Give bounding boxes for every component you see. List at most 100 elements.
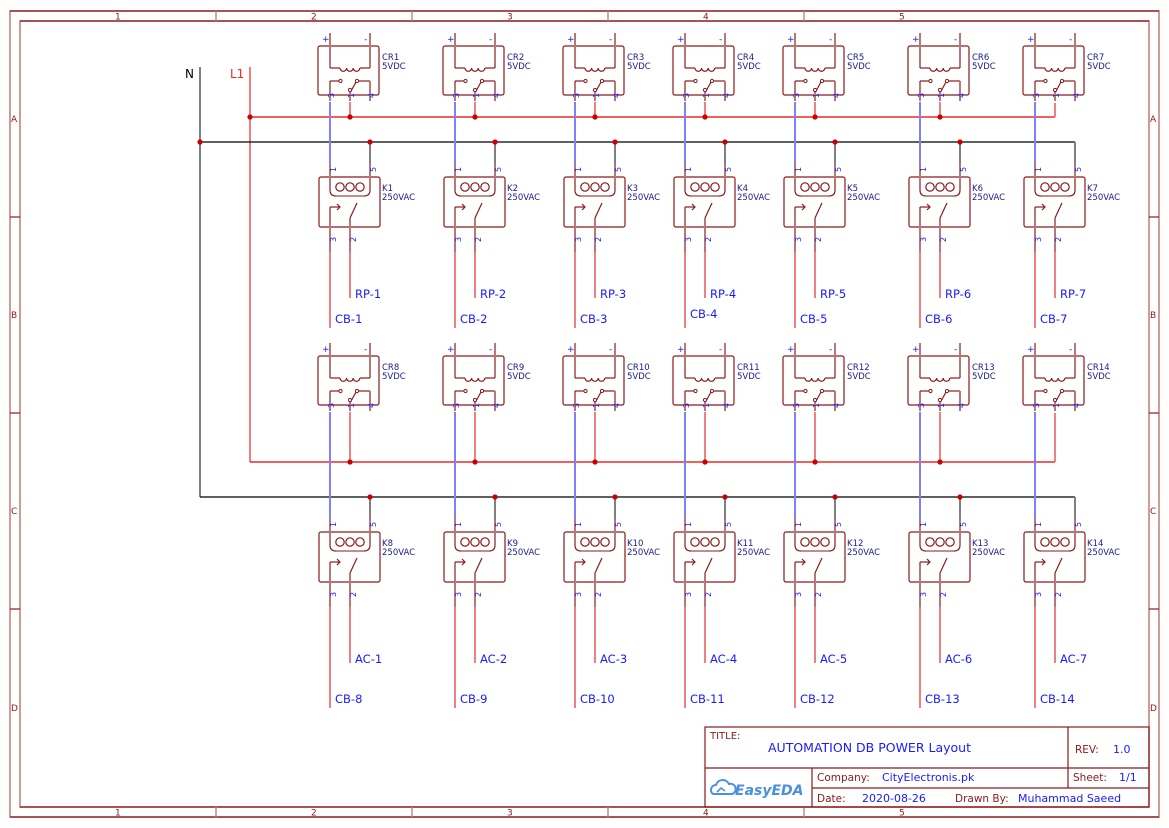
pin-plus-label: + (447, 35, 455, 45)
date-label: Date: (817, 793, 846, 805)
arrow-icon (801, 203, 806, 211)
pin-number-label: 3 (792, 93, 801, 98)
net-label-breaker: CB-10 (580, 692, 615, 706)
coil-loop-icon (935, 537, 945, 547)
relay-value-label: 5VDC (972, 62, 996, 72)
coil-lead (1034, 544, 1076, 552)
net-label-breaker: CB-4 (690, 307, 717, 321)
contactor-value-label: 250VAC (382, 548, 415, 558)
pin-number-label: 2 (349, 592, 358, 597)
contactor-value-label: 250VAC (847, 548, 880, 558)
pin-number-label: 1 (794, 522, 803, 527)
pin-number-label: 3 (794, 237, 803, 242)
pin-number-label: 3 (792, 403, 801, 408)
pin-number-label: 3 (572, 403, 581, 408)
coil-loop-icon (925, 537, 935, 547)
pin-number-label: 3 (574, 237, 583, 242)
easyeda-logo: EasyEDA (710, 779, 804, 799)
coil-loop-icon (580, 182, 590, 192)
pin-number-label: 1 (592, 93, 601, 98)
contact-point (354, 78, 360, 84)
junction-dot (492, 139, 498, 145)
arrow-icon (336, 203, 341, 211)
pin-minus-label: - (719, 345, 722, 355)
coil-lead (329, 544, 371, 552)
pin-minus-label: - (829, 345, 832, 355)
pin-number-label: 1 (454, 522, 463, 527)
grid-col-label-top: 1 (115, 13, 121, 23)
coil-loop-icon (590, 182, 600, 192)
contactor-value-label: 250VAC (627, 548, 660, 558)
pin-minus-label: - (1069, 35, 1072, 45)
switch-blade (474, 202, 483, 219)
coil-loop-icon (580, 537, 590, 547)
junction-dot (347, 459, 353, 465)
contactor-value-label: 250VAC (1087, 548, 1120, 558)
pin-plus-label: + (912, 345, 920, 355)
contact-point (592, 87, 598, 93)
relay-ref-label: CR3 (627, 53, 644, 63)
coil-icon (339, 67, 361, 72)
contact-point (944, 78, 950, 84)
pin-number-label: 3 (682, 93, 691, 98)
junction-dot (702, 459, 708, 465)
net-label-breaker: CB-13 (925, 692, 960, 706)
junction-dot (612, 494, 618, 500)
pin-number-label: 3 (684, 592, 693, 597)
coil-icon (464, 67, 486, 72)
pin-number-label: 4 (612, 93, 621, 98)
contactor-ref-label: K2 (507, 184, 518, 194)
contact-point (702, 87, 708, 93)
grid-row-label-right: A (1150, 115, 1157, 125)
pin-number-label: 1 (347, 93, 356, 98)
contact-point (812, 397, 818, 403)
net-label-breaker: CB-3 (580, 312, 607, 326)
coil-loop-icon (335, 182, 345, 192)
pin-number-label: 1 (702, 403, 711, 408)
pin-number-label: 2 (1054, 592, 1063, 597)
pin-number-label: 5 (959, 522, 968, 527)
relay-value-label: 5VDC (847, 372, 871, 382)
pin-minus-label: - (364, 35, 367, 45)
pin-minus-label: - (954, 345, 957, 355)
pin-number-label: 4 (957, 93, 966, 98)
coil-lead (1034, 189, 1076, 197)
arrow-icon (461, 558, 466, 566)
pin-number-label: 4 (1072, 403, 1081, 408)
grid-row-label-right: B (1150, 311, 1156, 321)
pin-number-label: 2 (939, 237, 948, 242)
relay-value-label: 5VDC (737, 62, 761, 72)
pin-number-label: 2 (814, 237, 823, 242)
coil-loop-icon (345, 537, 355, 547)
relay-value-label: 5VDC (382, 62, 406, 72)
